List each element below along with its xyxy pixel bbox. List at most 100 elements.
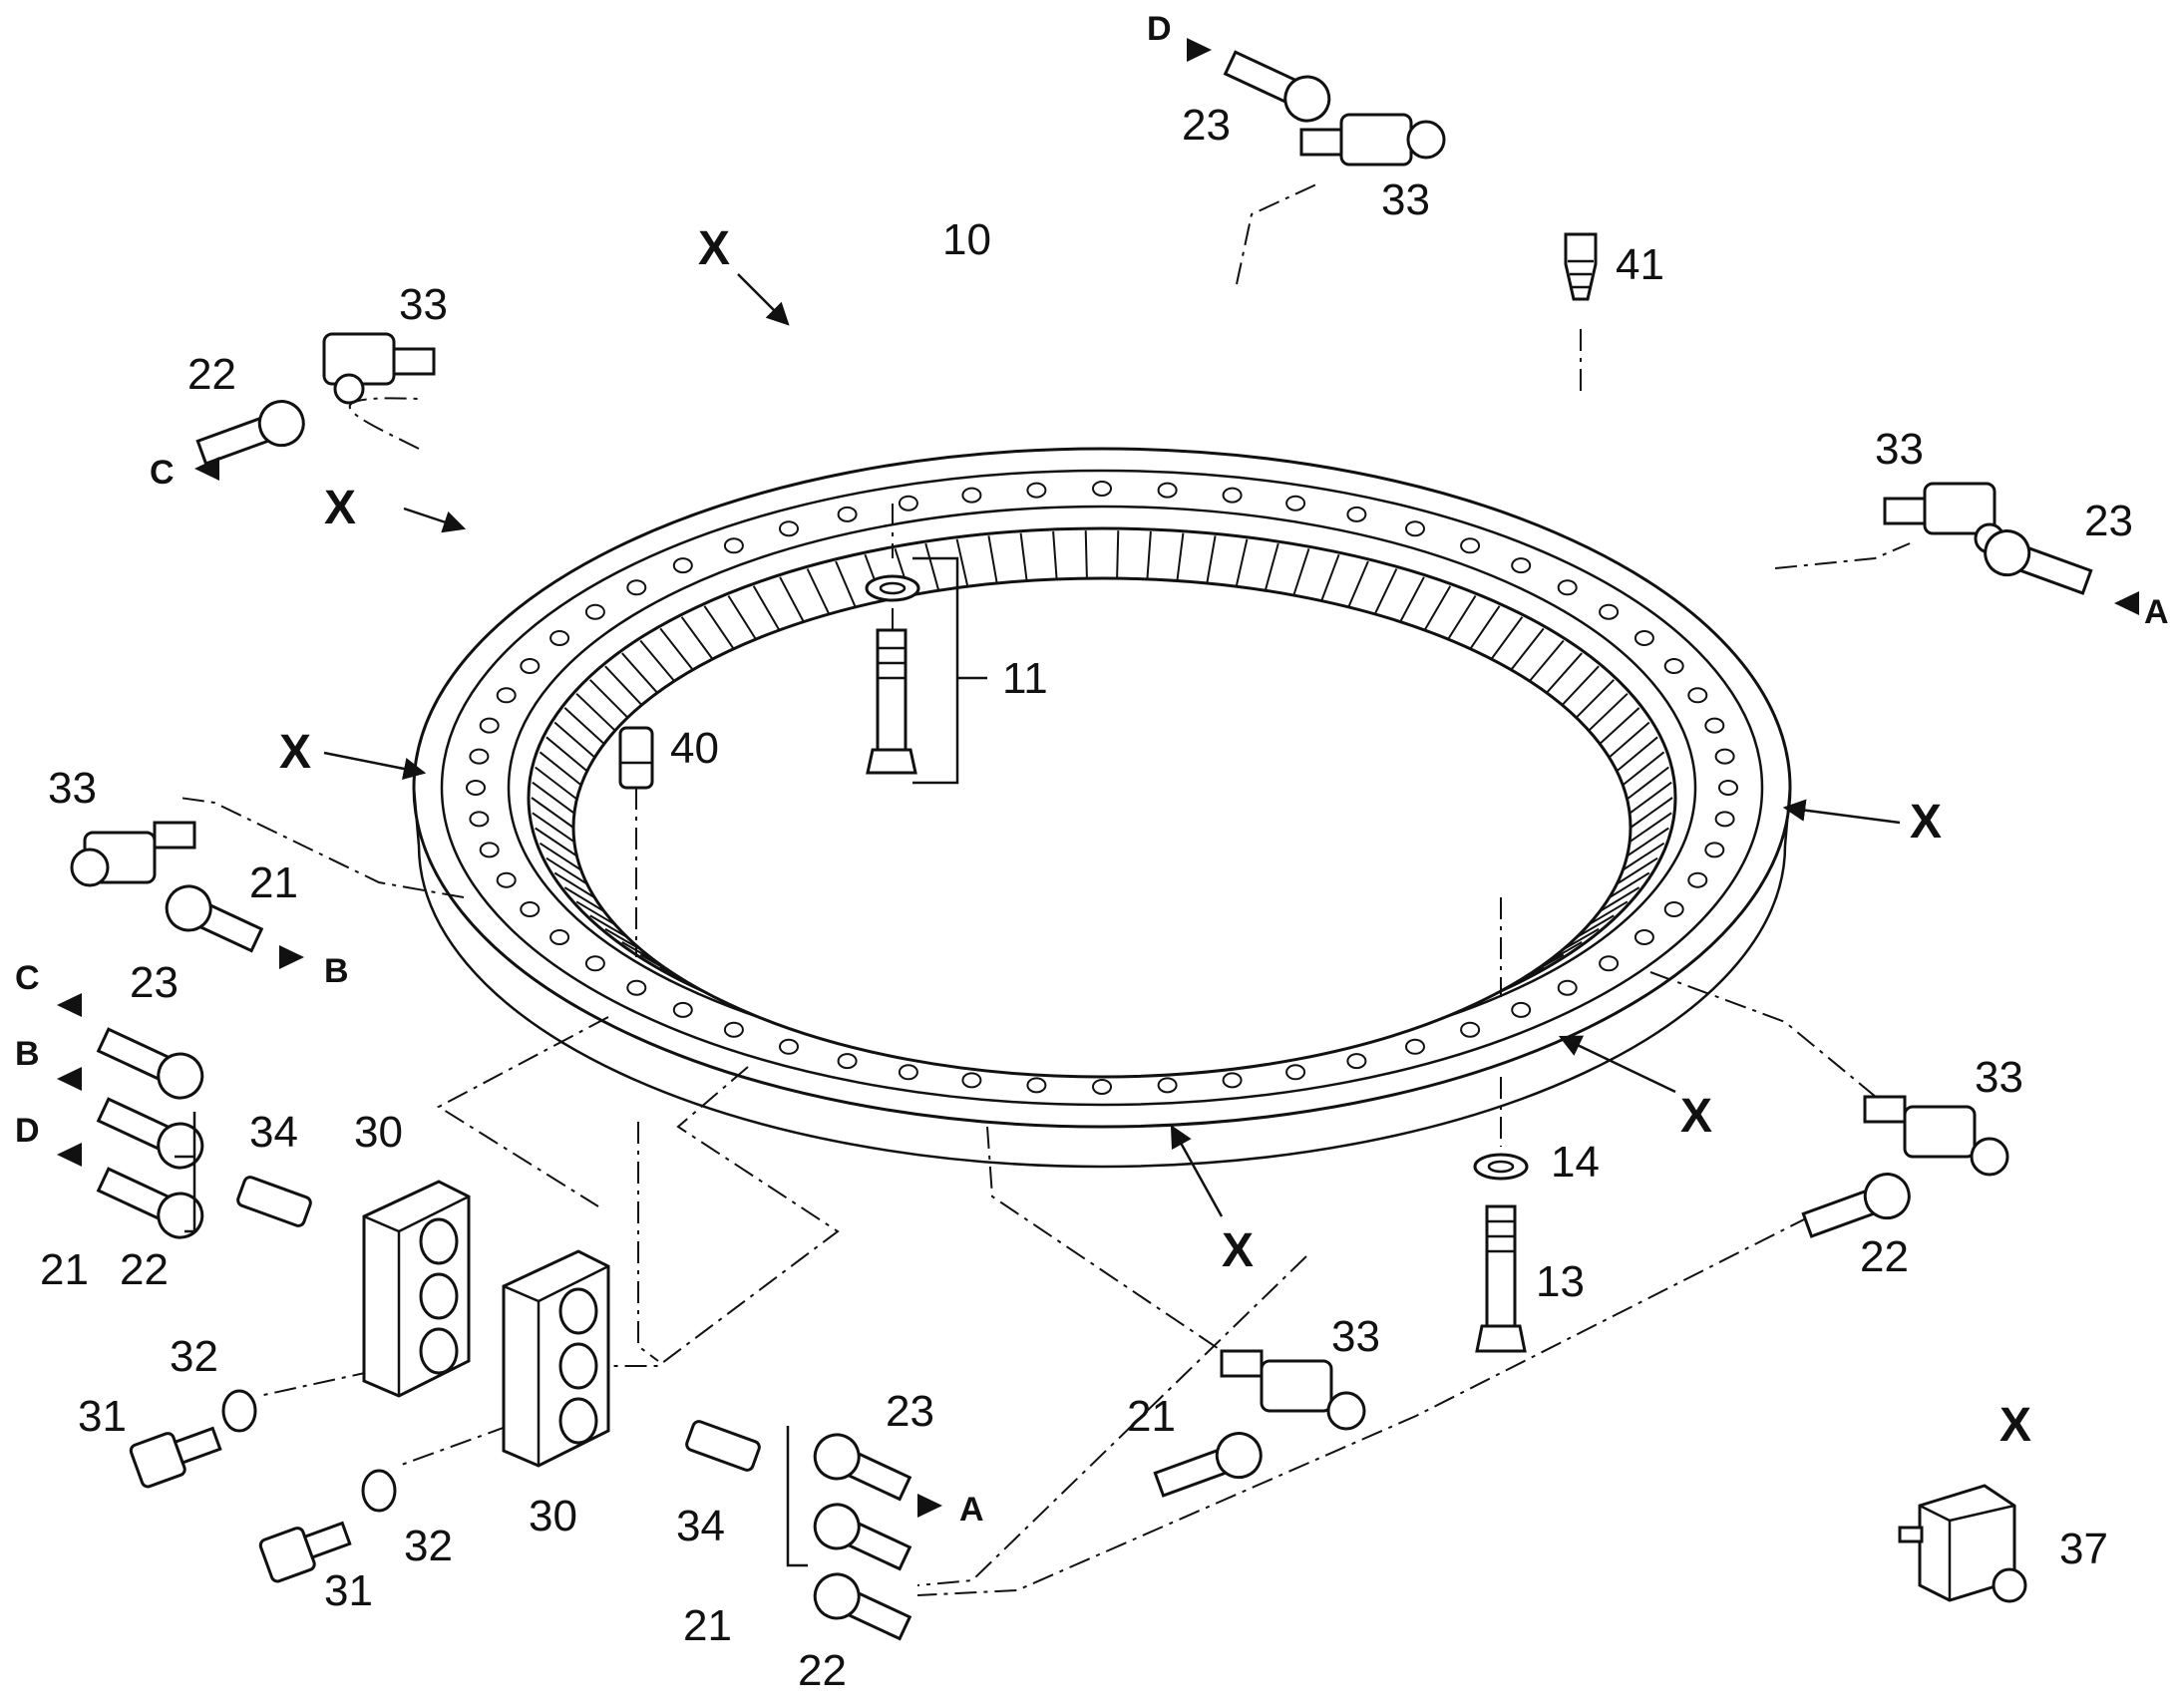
port-arrows bbox=[57, 38, 2139, 1518]
manifold-blocks bbox=[362, 1180, 610, 1468]
label-32-bottom: 32 bbox=[404, 1522, 453, 1570]
bolt-hole bbox=[1285, 1064, 1306, 1081]
gear-tooth bbox=[1235, 538, 1249, 587]
label-21-left-bottom: 21 bbox=[40, 1245, 89, 1294]
washers-32 bbox=[221, 1389, 397, 1513]
label-23-right: 23 bbox=[2084, 497, 2133, 545]
x-marker-right: X bbox=[1910, 796, 1942, 849]
port-b-left: B bbox=[324, 952, 349, 990]
bolt-hole bbox=[1714, 748, 1735, 765]
bolt-hole bbox=[469, 748, 490, 765]
bolt-hole bbox=[898, 1064, 918, 1081]
bolt-hole bbox=[1557, 979, 1578, 996]
bolt-hole bbox=[520, 901, 541, 917]
x-marker-left: X bbox=[279, 726, 311, 779]
gear-tooth bbox=[1575, 679, 1616, 719]
label-40: 40 bbox=[670, 724, 719, 773]
bolt-hole bbox=[496, 871, 517, 888]
gear-tooth bbox=[1206, 535, 1217, 584]
gear-tooth bbox=[1616, 736, 1658, 773]
x-marker-detail: X bbox=[1999, 1399, 2031, 1452]
label-33-bottom: 33 bbox=[1331, 1312, 1380, 1361]
label-33-top: 33 bbox=[1381, 175, 1430, 224]
bolt-hole bbox=[1599, 955, 1620, 972]
port-b-left-2: B bbox=[15, 1035, 40, 1073]
gear-tooth bbox=[1629, 781, 1672, 815]
gear-tooth bbox=[1599, 886, 1640, 912]
gear-tooth bbox=[1084, 530, 1088, 579]
bolt-hole bbox=[1346, 506, 1367, 522]
bolt-set-11 bbox=[865, 556, 987, 785]
bolt-hole bbox=[1663, 901, 1684, 917]
label-23-left: 23 bbox=[130, 958, 179, 1007]
gear-tooth bbox=[639, 639, 675, 682]
bolt-hole bbox=[961, 1072, 982, 1089]
label-22-top-left: 22 bbox=[187, 350, 236, 399]
gear-tooth bbox=[1176, 532, 1185, 581]
label-31-left: 31 bbox=[78, 1392, 127, 1441]
bolt-hole bbox=[1511, 557, 1532, 574]
bolt-hole bbox=[779, 520, 799, 537]
plug-block-37 bbox=[1898, 1484, 2027, 1603]
gear-tooth bbox=[1116, 530, 1120, 579]
gear-tooth bbox=[1622, 842, 1665, 871]
gear-tooth bbox=[563, 707, 605, 745]
bolt-hole bbox=[1026, 1077, 1047, 1094]
bolt-hole bbox=[469, 811, 490, 828]
gear-tooth bbox=[575, 692, 616, 732]
bolt-hole bbox=[723, 537, 744, 554]
bolt-hole bbox=[626, 979, 647, 996]
tee-fittings bbox=[70, 113, 2009, 1431]
port-labels: D A C B C B D A bbox=[15, 10, 2169, 1529]
label-33-lower-right: 33 bbox=[1975, 1053, 2023, 1102]
x-markers: X X X X X X X bbox=[279, 222, 2031, 1452]
gear-tooth bbox=[553, 871, 596, 899]
bolt-hole bbox=[1599, 603, 1620, 620]
label-30-bottom: 30 bbox=[529, 1492, 577, 1540]
label-21-bottom: 21 bbox=[683, 1601, 732, 1650]
label-37: 37 bbox=[2059, 1525, 2108, 1573]
gear-tooth bbox=[539, 842, 582, 871]
bolt-hole bbox=[779, 1038, 799, 1055]
gear-tooth bbox=[1608, 871, 1650, 899]
gear-tooth bbox=[987, 535, 998, 584]
bolt-hole bbox=[1222, 1072, 1243, 1089]
gear-tooth bbox=[1447, 594, 1477, 640]
bolt-hole bbox=[1511, 1001, 1532, 1018]
gear-tooth bbox=[1469, 605, 1501, 650]
gear-tooth bbox=[1423, 585, 1452, 631]
gear-tooth bbox=[1561, 665, 1600, 706]
gear-tooth bbox=[545, 736, 588, 773]
gear-tooth bbox=[535, 766, 578, 801]
gear-tooth bbox=[1622, 751, 1665, 787]
bolt-hole bbox=[1687, 871, 1708, 888]
bolt-hole bbox=[837, 1053, 858, 1070]
bolt-hole bbox=[1714, 811, 1735, 828]
bolt-holes bbox=[466, 481, 1738, 1095]
grease-plug-40 bbox=[618, 726, 654, 957]
gear-tooth bbox=[1599, 707, 1640, 745]
bolt-hole bbox=[1222, 487, 1243, 504]
label-33-top-left: 33 bbox=[399, 280, 448, 329]
bolt-hole bbox=[549, 929, 570, 945]
bolt-hole bbox=[1285, 495, 1306, 512]
gear-tooth bbox=[1373, 568, 1398, 615]
bolt-hole bbox=[723, 1021, 744, 1038]
gear-tooth bbox=[1052, 530, 1058, 579]
label-31-bottom: 31 bbox=[324, 1566, 373, 1615]
bolt-hole bbox=[584, 603, 605, 620]
gear-tooth bbox=[955, 538, 969, 587]
adapters-34 bbox=[236, 1176, 761, 1472]
x-marker-upper-left: X bbox=[324, 482, 356, 534]
gear-tooth bbox=[806, 568, 831, 615]
label-41: 41 bbox=[1616, 240, 1664, 289]
gear-tooth bbox=[535, 827, 578, 857]
gear-tooth bbox=[1264, 542, 1279, 591]
label-22-left-bottom: 22 bbox=[120, 1245, 169, 1294]
gear-tooth bbox=[835, 560, 857, 608]
bolt-hole bbox=[466, 780, 486, 796]
gear-tooth bbox=[752, 585, 781, 631]
gear-tooth bbox=[1576, 914, 1615, 939]
bolt-hole bbox=[520, 658, 541, 674]
